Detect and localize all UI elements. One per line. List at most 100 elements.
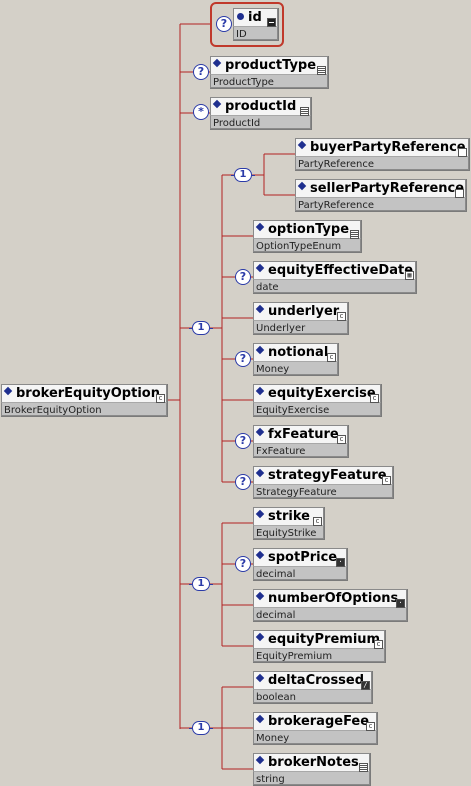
cardinality-optional-icon: ? [235, 556, 251, 572]
attribute-highlight [210, 2, 284, 47]
element-equityPremium[interactable]: equityPremium EquityPremium c [253, 630, 386, 663]
element-icon [255, 714, 265, 724]
element-productId[interactable]: productId ProductId [210, 97, 312, 130]
element-strategyFeature[interactable]: strategyFeature StrategyFeature c [253, 466, 394, 499]
cardinality-optional-icon: ? [235, 433, 251, 449]
complex-type-icon[interactable]: c [337, 312, 346, 321]
element-type: ProductId [213, 118, 261, 129]
element-name: fxFeature [268, 427, 339, 442]
element-icon [255, 755, 265, 765]
root-element[interactable]: brokerEquityOption BrokerEquityOption c [1, 384, 168, 417]
cardinality-optional-icon: ? [235, 474, 251, 490]
element-name: id [248, 10, 262, 25]
element-name: productType [225, 58, 317, 73]
element-optionType[interactable]: optionType OptionTypeEnum [253, 220, 362, 253]
complex-type-icon[interactable]: c [382, 476, 391, 485]
date-type-icon[interactable]: ▦ [405, 271, 414, 280]
element-icon [3, 386, 13, 396]
element-icon [255, 509, 265, 519]
element-type: decimal [256, 610, 296, 621]
element-name: brokerEquityOption [16, 386, 160, 401]
simple-type-icon[interactable] [317, 66, 326, 75]
complex-type-icon[interactable]: c [337, 435, 346, 444]
element-icon [255, 632, 265, 642]
element-name: equityPremium [268, 632, 381, 647]
complex-type-icon[interactable]: c [370, 394, 379, 403]
element-type: OptionTypeEnum [256, 241, 342, 252]
element-sellerPartyReference[interactable]: sellerPartyReference PartyReference [295, 179, 467, 212]
element-icon [255, 386, 265, 396]
complex-type-icon[interactable]: c [327, 353, 336, 362]
element-strike[interactable]: strike EquityStrike c [253, 507, 325, 540]
complex-type-icon[interactable] [455, 189, 464, 198]
attribute-id[interactable]: id ID [233, 8, 279, 41]
element-equityExercise[interactable]: equityExercise EquityExercise c [253, 384, 382, 417]
element-icon [297, 140, 307, 150]
element-icon [297, 181, 307, 191]
element-brokerNotes[interactable]: brokerNotes string [253, 753, 371, 786]
element-numberOfOptions[interactable]: numberOfOptions decimal · [253, 589, 408, 622]
element-type: PartyReference [298, 159, 375, 170]
element-productType[interactable]: productType ProductType [210, 56, 329, 89]
cardinality-many-icon: * [193, 104, 209, 120]
element-type: BrokerEquityOption [4, 405, 102, 416]
sequence-party-indicator: 1 [231, 168, 255, 182]
element-type: ID [236, 29, 247, 40]
sequence-broker-indicator: 1 [189, 721, 213, 735]
element-icon [255, 345, 265, 355]
attribute-icon [237, 13, 244, 20]
complex-type-icon[interactable]: c [374, 640, 383, 649]
element-brokerageFee[interactable]: brokerageFee Money c [253, 712, 378, 745]
element-type: date [256, 282, 279, 293]
complex-type-icon[interactable]: c [156, 394, 165, 403]
element-equityEffectiveDate[interactable]: equityEffectiveDate date ▦ [253, 261, 417, 294]
element-name: productId [225, 99, 297, 114]
cardinality-optional-icon: ? [235, 269, 251, 285]
element-icon [255, 468, 265, 478]
element-icon [255, 550, 265, 560]
element-name: buyerPartyReference [310, 140, 466, 155]
numeric-type-icon[interactable]: · [336, 558, 345, 567]
simple-type-icon[interactable] [359, 763, 368, 772]
boolean-type-icon[interactable]: / [361, 681, 370, 690]
complex-type-icon[interactable] [458, 148, 467, 157]
element-deltaCrossed[interactable]: deltaCrossed boolean / [253, 671, 373, 704]
element-type: boolean [256, 692, 296, 703]
element-notional[interactable]: notional Money c [253, 343, 339, 376]
element-type: Money [256, 364, 290, 375]
element-icon [255, 427, 265, 437]
element-spotPrice[interactable]: spotPrice decimal · [253, 548, 348, 581]
numeric-type-icon[interactable]: · [396, 599, 405, 608]
element-type: StrategyFeature [256, 487, 337, 498]
simple-type-icon[interactable] [350, 230, 359, 239]
cardinality-optional-icon: ? [216, 16, 232, 32]
element-name: strategyFeature [268, 468, 387, 483]
element-name: notional [268, 345, 329, 360]
element-name: spotPrice [268, 550, 338, 565]
element-type: FxFeature [256, 446, 306, 457]
element-type: string [256, 774, 285, 785]
element-type: ProductType [213, 77, 274, 88]
sequence-strike-indicator: 1 [189, 577, 213, 591]
element-name: deltaCrossed [268, 673, 365, 688]
element-icon [255, 222, 265, 232]
collapse-icon[interactable] [267, 18, 276, 27]
element-type: Underlyer [256, 323, 306, 334]
cardinality-optional-icon: ? [193, 64, 209, 80]
element-name: strike [268, 509, 310, 524]
element-icon [255, 591, 265, 601]
element-fxFeature[interactable]: fxFeature FxFeature c [253, 425, 349, 458]
complex-type-icon[interactable]: c [313, 517, 322, 526]
element-name: brokerageFee [268, 714, 370, 729]
element-underlyer[interactable]: underlyer Underlyer c [253, 302, 349, 335]
element-name: underlyer [268, 304, 340, 319]
element-buyerPartyReference[interactable]: buyerPartyReference PartyReference [295, 138, 470, 171]
element-type: PartyReference [298, 200, 375, 211]
complex-type-icon[interactable]: c [366, 722, 375, 731]
element-name: brokerNotes [268, 755, 359, 770]
element-icon [255, 304, 265, 314]
element-icon [255, 673, 265, 683]
element-name: equityEffectiveDate [268, 263, 414, 278]
simple-type-icon[interactable] [300, 107, 309, 116]
